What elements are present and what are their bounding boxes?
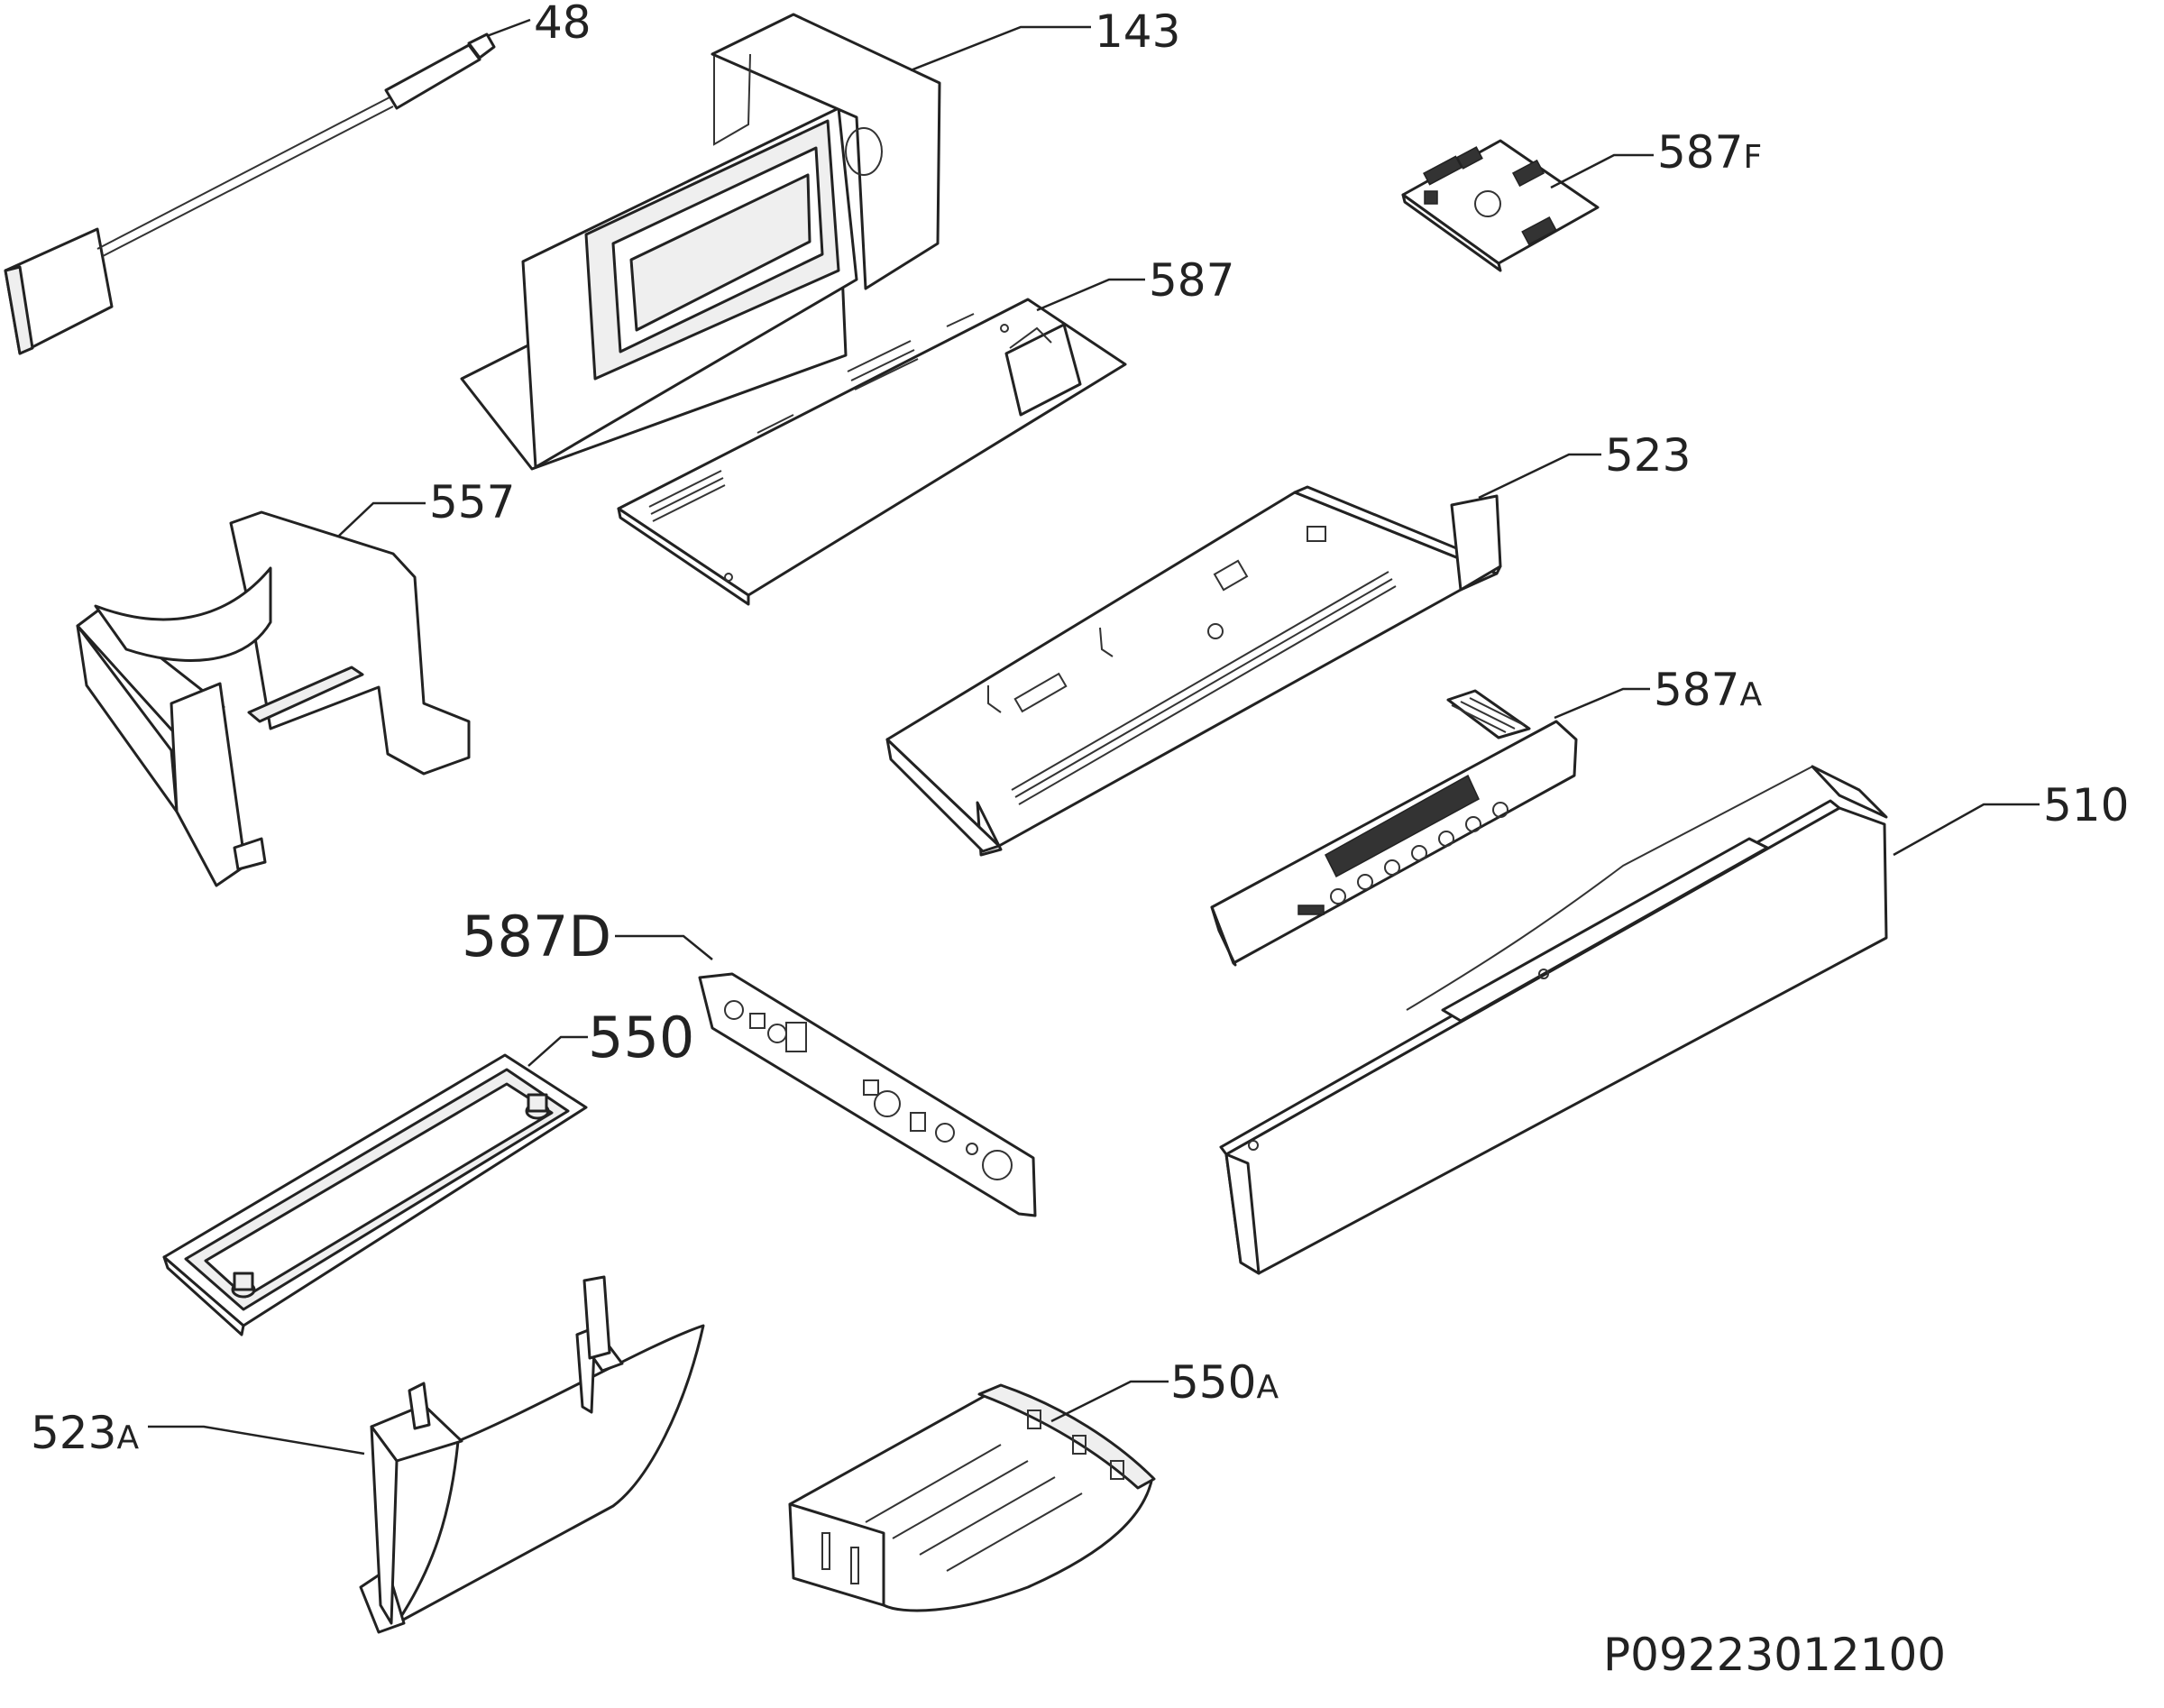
part-143-air-duct — [460, 13, 941, 471]
part-550-cover — [162, 1053, 588, 1336]
leader-143 — [910, 25, 1091, 72]
leader-48 — [486, 18, 531, 38]
part-587-main-pcb — [617, 298, 1127, 606]
leader-587D — [615, 934, 713, 960]
label-48: 48 — [534, 0, 591, 49]
label-550: 550 — [588, 1005, 694, 1070]
leader-550A — [1050, 1380, 1169, 1423]
part-550A-tray — [788, 1383, 1156, 1612]
label-557: 557 — [429, 476, 515, 528]
part-48-sensor-cable — [4, 32, 496, 355]
label-523: 523 — [1605, 429, 1691, 482]
leader-587F — [1550, 153, 1654, 189]
part-557-holder — [76, 510, 471, 887]
label-587A: 587A — [1654, 664, 1762, 716]
leader-550 — [527, 1035, 588, 1067]
part-587F-pcb — [1401, 139, 1600, 272]
leader-523 — [1478, 453, 1601, 500]
label-523A: 523A — [31, 1407, 139, 1459]
label-550A: 550A — [1170, 1356, 1279, 1409]
leader-587A — [1554, 687, 1650, 720]
part-523-frame — [885, 485, 1502, 857]
label-143: 143 — [1095, 5, 1180, 58]
leader-587 — [1036, 278, 1145, 312]
part-523A-container — [359, 1275, 705, 1634]
label-587: 587 — [1149, 254, 1234, 307]
leader-510 — [1893, 803, 2040, 857]
leader-523A — [148, 1425, 365, 1455]
part-587A-button-pcb — [1210, 689, 1578, 967]
part-587D-bezel-strip — [698, 972, 1037, 1217]
label-510: 510 — [2043, 779, 2129, 831]
reference-code: P09223012100 — [1603, 1629, 1946, 1681]
leader-557 — [338, 501, 426, 537]
label-587F: 587F — [1657, 126, 1762, 179]
part-510-control-panel — [1219, 765, 1888, 1275]
label-587D: 587D — [462, 904, 611, 969]
